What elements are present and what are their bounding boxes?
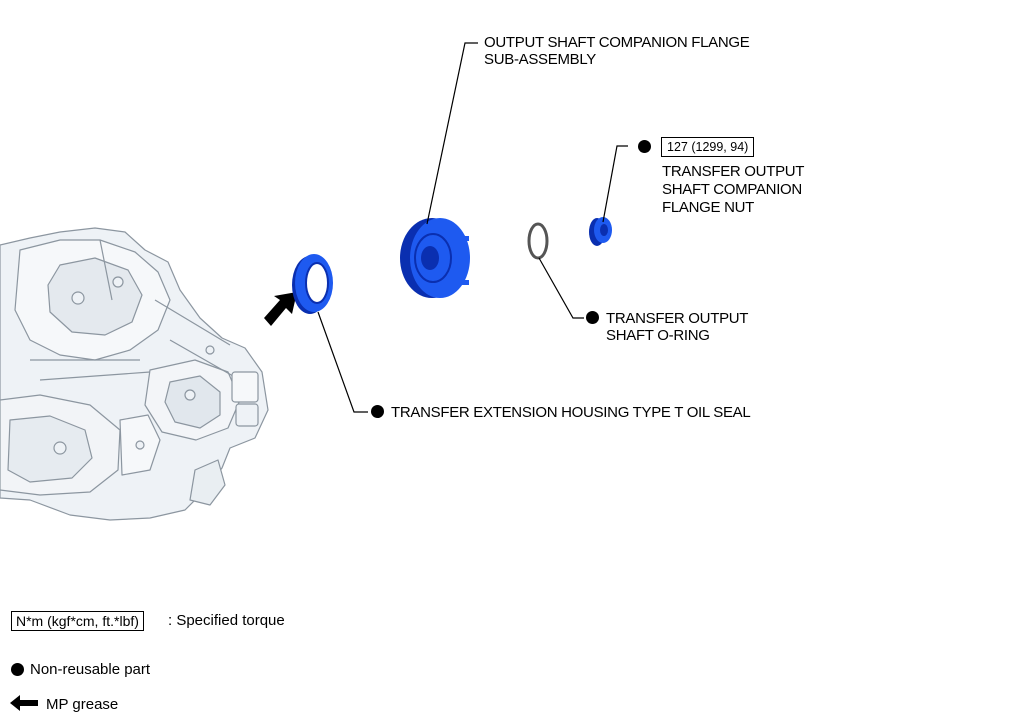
companion-flange-label-line2: SUB-ASSEMBLY	[484, 51, 596, 68]
o-ring-label-line2: SHAFT O-RING	[606, 327, 710, 344]
non-reusable-marker	[371, 405, 384, 418]
legend-arrow-icon	[10, 695, 38, 711]
non-reusable-marker	[638, 140, 651, 153]
legend-non-reusable-label: Non-reusable part	[30, 661, 151, 678]
o-ring-part	[527, 222, 549, 260]
flange-nut-torque-box: 127 (1299, 94)	[661, 137, 755, 157]
mp-grease-arrow	[264, 292, 297, 326]
non-reusable-marker	[586, 311, 599, 324]
oil-seal-part	[292, 254, 333, 314]
o-ring-label-line1: TRANSFER OUTPUT	[606, 310, 749, 327]
flange-nut-label-line3: FLANGE NUT	[662, 199, 755, 216]
legend-torque-box: N*m (kgf*cm, ft.*lbf)	[11, 611, 144, 631]
flange-nut-part	[589, 217, 612, 246]
legend-mp-grease-label: MP grease	[46, 696, 119, 713]
legend-torque-desc: : Specified torque	[168, 612, 285, 629]
companion-flange-part	[400, 218, 470, 298]
companion-flange-label-line1: OUTPUT SHAFT COMPANION FLANGE	[484, 34, 750, 51]
flange-nut-label-line2: SHAFT COMPANION	[662, 181, 802, 198]
flange-nut-label-line1: TRANSFER OUTPUT	[662, 163, 805, 180]
transfer-housing	[0, 227, 269, 521]
legend-non-reusable-dot	[11, 663, 24, 676]
leader-lines	[317, 42, 628, 413]
oil-seal-label: TRANSFER EXTENSION HOUSING TYPE T OIL SE…	[391, 404, 751, 421]
